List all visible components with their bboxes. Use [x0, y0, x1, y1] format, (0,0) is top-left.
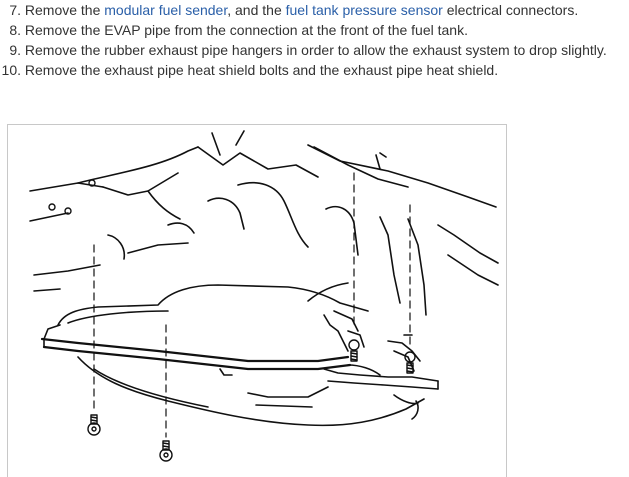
step-text: Remove the EVAP pipe from the connection…	[24, 22, 468, 38]
shield-bolts	[348, 339, 416, 374]
locator-lines	[93, 172, 411, 438]
bolt-icon	[404, 351, 416, 374]
step-7: 7. Remove the modular fuel sender, and t…	[0, 0, 629, 20]
step-text: electrical connectors.	[442, 2, 579, 18]
fuel-tank-outline	[43, 282, 369, 340]
step-text: , and the	[227, 2, 286, 18]
step-number: 9.	[9, 42, 21, 58]
removed-bolts	[87, 414, 173, 462]
step-9: 9. Remove the rubber exhaust pipe hanger…	[0, 40, 629, 60]
fuel-tank-pressure-sensor-link[interactable]: fuel tank pressure sensor	[285, 2, 443, 18]
step-number: 10.	[1, 62, 21, 78]
step-text: Remove the exhaust pipe heat shield bolt…	[24, 62, 499, 78]
heat-shield-illustration	[7, 124, 507, 477]
heat-shield	[40, 337, 439, 427]
bolt-icon	[87, 414, 101, 436]
frame-holes	[48, 179, 96, 215]
step-number: 8.	[9, 22, 21, 38]
floor-pan-outline	[29, 130, 499, 316]
step-text: Remove the	[24, 2, 105, 18]
procedure-steps: 7. Remove the modular fuel sender, and t…	[0, 0, 629, 80]
step-8: 8. Remove the EVAP pipe from the connect…	[0, 20, 629, 40]
modular-fuel-sender-link[interactable]: modular fuel sender	[104, 2, 228, 18]
exhaust-heat-shield-drawing	[29, 130, 499, 462]
step-number: 7.	[9, 2, 21, 18]
exhaust-hanger-brackets	[323, 310, 421, 372]
bolt-icon	[348, 339, 360, 362]
step-10: 10. Remove the exhaust pipe heat shield …	[0, 60, 629, 80]
step-text: Remove the rubber exhaust pipe hangers i…	[24, 42, 607, 58]
bolt-icon	[159, 440, 173, 462]
